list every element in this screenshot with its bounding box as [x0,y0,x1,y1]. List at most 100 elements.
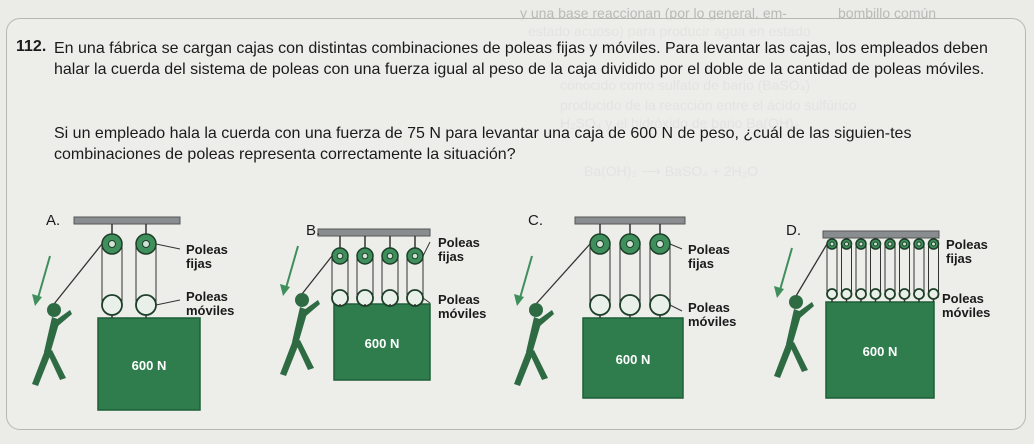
pulley-axle [887,241,893,247]
mobile-pulley [649,294,671,316]
mobile-pulley [381,289,399,307]
worker-torso [44,317,60,354]
ceiling-bar [73,216,181,225]
worker-torso [786,309,802,346]
pulley-axle [411,252,419,260]
worker-arm [56,310,72,326]
fixed-leader-line [937,239,939,245]
worker-leg [774,342,792,378]
force-arrow [519,255,533,299]
mobile-leader-line [669,304,683,312]
pulley-axle [626,240,634,248]
pull-rope [53,243,103,305]
mobile-pulley [589,294,611,316]
ceiling-bar [822,230,940,239]
mobile-leader-line [422,297,431,304]
worker-torso [526,317,542,354]
force-arrow [779,247,793,291]
fixed-leader-line [155,243,181,250]
mobile-pulley [101,294,123,316]
question-stem: En una fábrica se cargan cajas con disti… [54,40,988,78]
mobile-pulley [406,289,424,307]
load-box [825,301,935,399]
force-arrow-head [514,294,524,306]
question-number: 112. [16,38,47,55]
pull-rope [301,255,333,295]
pulley-axle [596,240,604,248]
pulley-axle [858,241,864,247]
worker-arm [538,310,554,326]
mobile-leader-line [937,293,939,299]
worker-head [47,303,61,317]
worker-leg [280,340,298,376]
pulley-axle [916,241,922,247]
box-weight-label: 600 N [863,344,898,359]
mobile-pulley [826,288,838,300]
mobile-leader-line [155,299,181,306]
option-a-letter[interactable]: A. [46,212,61,229]
box-weight-label: 600 N [365,336,400,351]
pulley-axle [844,241,849,247]
mobile-pulley [619,294,641,316]
mobile-pulley [356,289,374,307]
mobile-pulley [840,288,853,300]
mobile-pulley [898,288,911,300]
pull-rope [535,243,591,305]
worker-leg [32,350,50,386]
worker-leg [514,350,532,386]
ceiling-bar [317,228,431,237]
mobile-pulley [331,289,349,307]
worker-leg [47,350,66,380]
pulley-axle [829,241,835,247]
pulley-axle [873,241,878,247]
pulley-axle [361,252,369,260]
mobile-pulley [884,288,896,300]
force-arrow-head [32,294,42,306]
option-d-letter[interactable]: D. [786,222,801,239]
pulley-axle [386,252,394,260]
force-arrow-head [774,286,784,298]
option-b-letter[interactable]: B. [306,222,321,239]
mobile-pulley [927,288,940,300]
pulley-axle [336,252,344,260]
ceiling-bar [574,216,686,225]
worker-head [789,295,803,309]
worker-arm [798,302,814,318]
worker-torso [292,307,308,344]
fixed-leader-line [422,241,431,257]
force-arrow [37,255,51,299]
pulley-axle [656,240,664,248]
load-box [333,303,431,381]
worker-head [295,293,309,307]
mobile-pulley [855,288,867,300]
box-weight-label: 600 N [616,352,651,367]
worker-leg [529,350,548,380]
pulley-axle [108,240,116,248]
load-box [97,317,201,411]
pulley-axle [931,241,936,247]
force-arrow [285,245,299,289]
mobile-pulley [913,288,925,300]
box-weight-label: 600 N [132,358,167,373]
mobile-pulley [869,288,882,300]
worker-arm [304,300,320,316]
question-prompt: Si un empleado hala la cuerda con una fu… [54,125,912,163]
worker-head [529,303,543,317]
worker-leg [789,342,808,372]
pulley-axle [142,240,150,248]
mobile-pulley [135,294,157,316]
load-box [582,317,684,399]
pull-rope [795,243,828,297]
fixed-leader-line [669,243,683,250]
option-c-letter[interactable]: C. [528,212,543,229]
pulley-axle [902,241,907,247]
